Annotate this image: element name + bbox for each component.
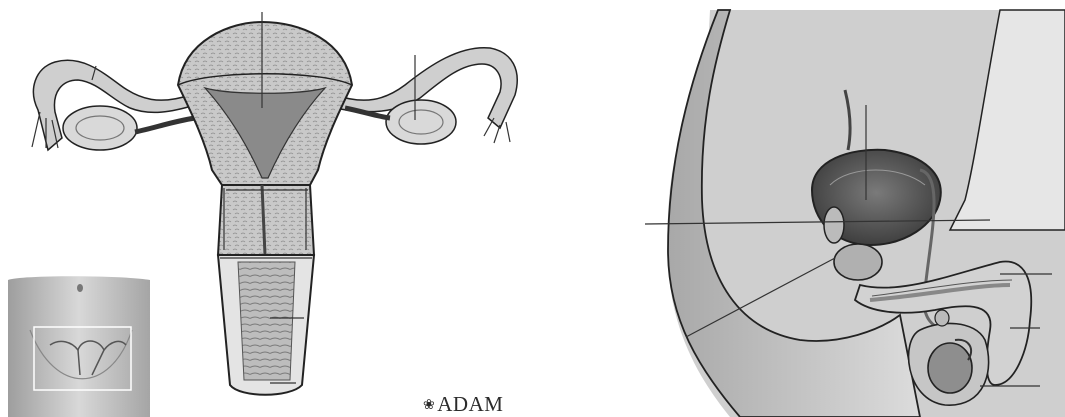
prostate <box>834 244 882 280</box>
female-reproductive-diagram <box>8 12 517 417</box>
right-ovary <box>386 100 456 144</box>
adam-watermark: ❀ADAM <box>423 394 503 415</box>
adam-logo-text: ADAM <box>437 392 503 416</box>
adam-logo-icon: ❀ <box>423 398 435 413</box>
left-ovary <box>63 106 137 150</box>
inset-torso-figure <box>8 276 150 417</box>
seminal-vesicle <box>824 207 844 243</box>
male-reproductive-diagram <box>645 10 1065 417</box>
testis <box>928 343 972 393</box>
